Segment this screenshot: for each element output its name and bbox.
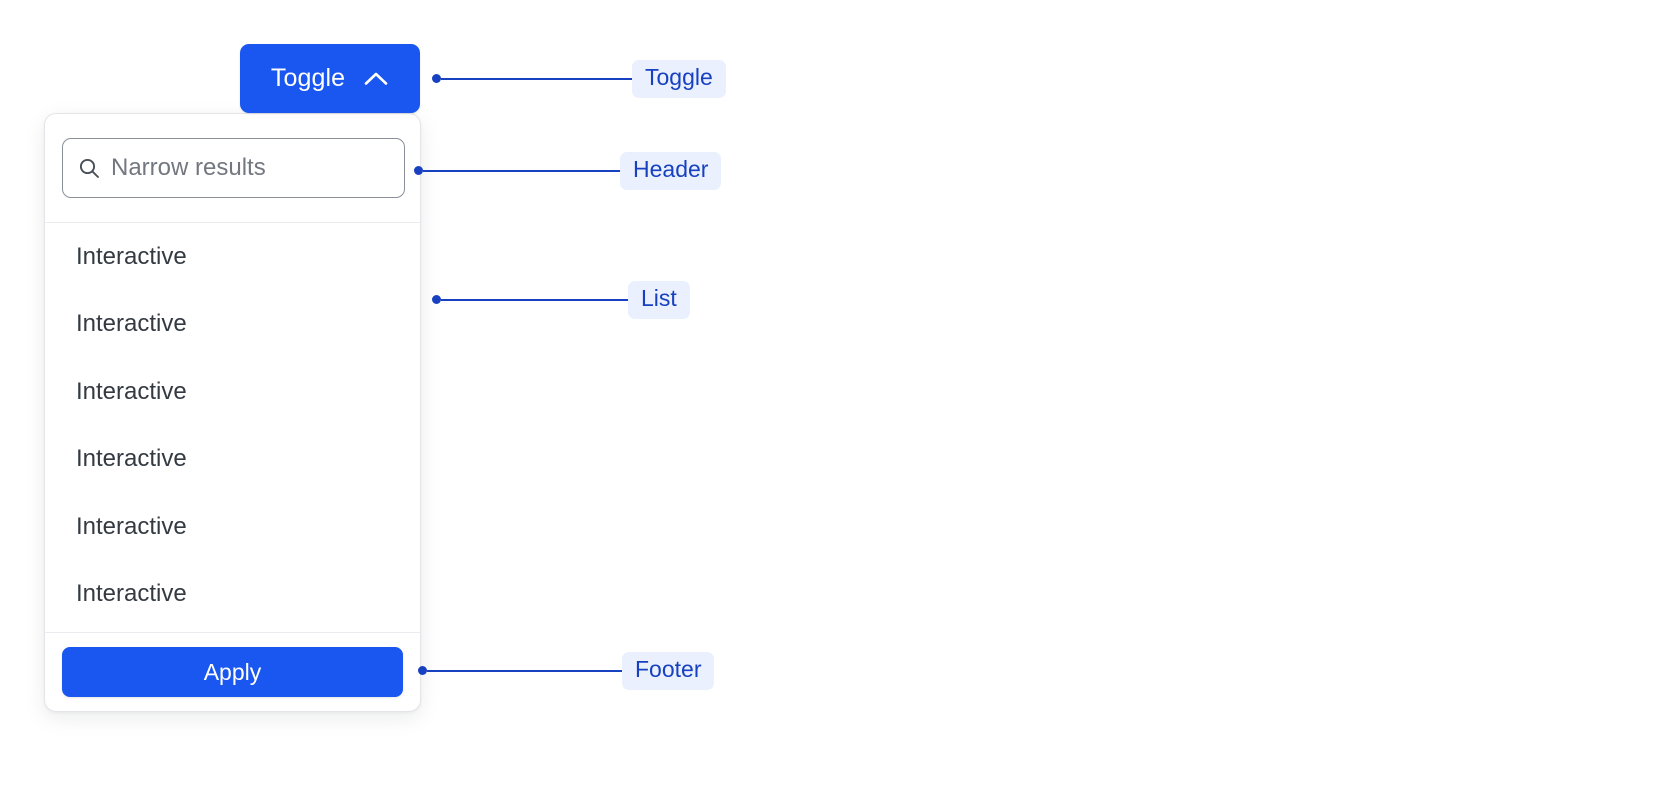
annotation-dot-icon — [432, 295, 441, 305]
search-icon — [77, 156, 101, 180]
panel-header — [45, 114, 420, 223]
apply-button[interactable]: Apply — [62, 647, 403, 697]
annotation-leader-line — [423, 169, 621, 172]
list-item[interactable]: Interactive — [45, 223, 420, 291]
list-item[interactable]: Interactive — [45, 561, 420, 629]
annotation-label: Footer — [622, 652, 715, 690]
list-item-label: Interactive — [76, 242, 187, 270]
list-item[interactable]: Interactive — [45, 493, 420, 561]
annotation-header: Header — [414, 152, 722, 190]
annotation-dot-icon — [432, 74, 441, 84]
annotation-leader-line — [427, 669, 623, 672]
panel-footer: Apply — [45, 632, 420, 711]
annotation-dot-icon — [418, 666, 427, 676]
list-item-label: Interactive — [76, 512, 187, 540]
panel-list[interactable]: Interactive Interactive Interactive Inte… — [45, 223, 420, 632]
search-input[interactable] — [111, 154, 390, 182]
search-field[interactable] — [62, 138, 405, 198]
chevron-up-icon — [363, 70, 389, 87]
annotation-toggle: Toggle — [432, 60, 726, 98]
toggle-button-label: Toggle — [270, 64, 346, 92]
list-item-label: Interactive — [76, 310, 187, 338]
annotation-list: List — [432, 281, 690, 319]
dropdown-panel: Interactive Interactive Interactive Inte… — [44, 113, 421, 712]
list-item[interactable]: Interactive — [45, 358, 420, 426]
list-item-label: Interactive — [76, 580, 187, 608]
annotation-leader-line — [441, 77, 633, 80]
list-item[interactable]: Interactive — [45, 291, 420, 359]
annotation-label: List — [628, 281, 690, 319]
annotation-footer: Footer — [418, 652, 715, 690]
list-item[interactable]: Interactive — [45, 426, 420, 494]
annotation-leader-line — [441, 298, 629, 301]
annotation-dot-icon — [414, 166, 423, 176]
list-item-label: Interactive — [76, 445, 187, 473]
toggle-button[interactable]: Toggle — [240, 44, 420, 113]
annotation-label: Toggle — [632, 60, 726, 98]
list-item-label: Interactive — [76, 377, 187, 405]
annotation-label: Header — [620, 152, 722, 190]
